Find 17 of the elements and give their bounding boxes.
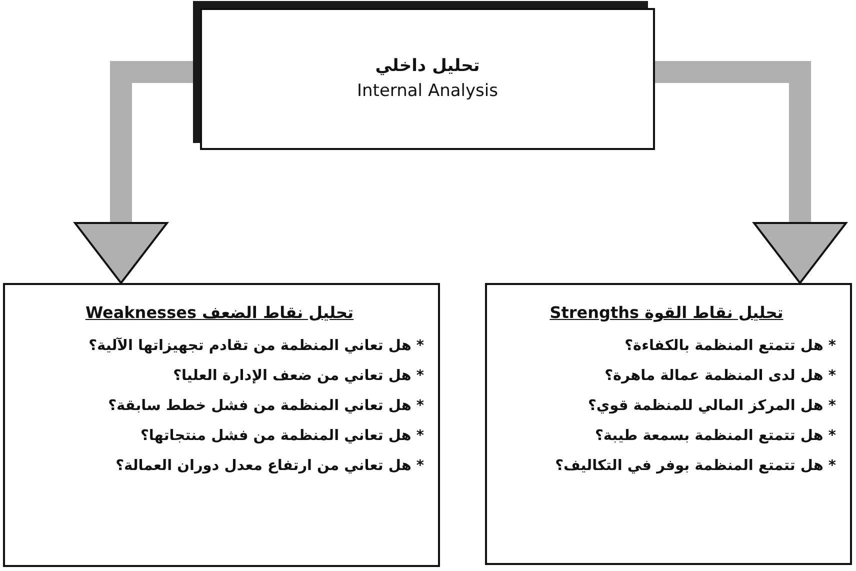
question-text: * هل تتمتع المنظمة بسمعة طيبة؟ <box>594 428 836 444</box>
heading: تحليل نقاط الضعف Weaknesses <box>84 303 355 322</box>
block-arrow <box>655 61 847 284</box>
question-text: * هل تتمتع المنظمة بوفر في التكاليف؟ <box>554 458 836 474</box>
question-text: * هل لدى المنظمة عمالة ماهرة؟ <box>604 368 836 384</box>
question-text: * هل تعاني المنظمة من فشل خطط سابقة؟ <box>107 398 424 414</box>
heading: تحليل نقاط القوة Strengths <box>548 303 784 322</box>
question-text: * هل تتمتع المنظمة بالكفاءة؟ <box>624 338 836 354</box>
question-box <box>485 283 852 565</box>
question-box <box>3 283 440 567</box>
heading: تحليل داخلي <box>375 54 480 78</box>
question-text: * هل تعاني من ارتفاع معدل دوران العمالة؟ <box>114 458 424 474</box>
question-text: * هل المركز المالي للمنظمة قوي؟ <box>586 398 836 414</box>
question-text: * هل تعاني المنظمة من فشل منتجاتها؟ <box>139 428 424 444</box>
question-text: * هل تعاني المنظمة من تقادم تجهيزاتها الآلية؟ <box>88 338 424 354</box>
question-text: * هل تعاني من ضعف الإدارة العليا؟ <box>172 368 424 384</box>
subheading: Internal Analysis <box>357 80 498 103</box>
